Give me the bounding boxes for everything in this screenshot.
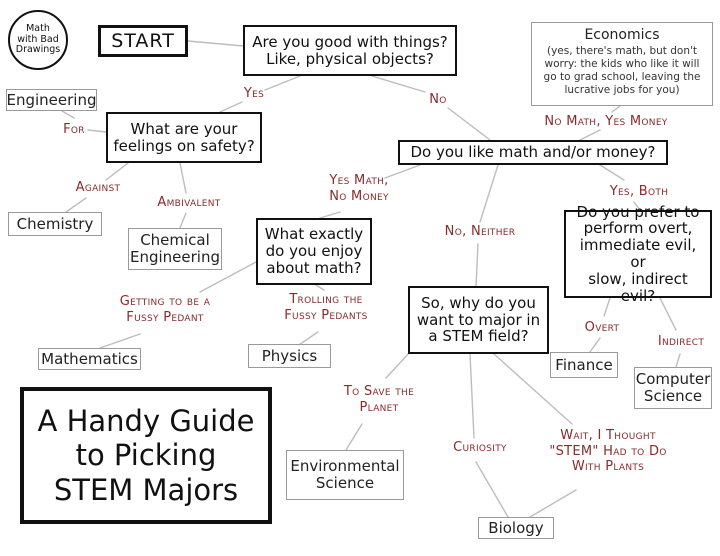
edge-enjoy-trolling xyxy=(315,284,325,291)
major-economics: Economics (yes, there's math, but don't … xyxy=(531,22,713,106)
edge-start-to-q1 xyxy=(187,40,244,47)
major-computer-science: Computer Science xyxy=(634,367,712,409)
label-fussy-pedant: Getting to be a Fussy Pedant xyxy=(119,294,211,325)
question-math-or-money: Do you like math and/or money? xyxy=(398,140,668,165)
edge-why-curiosity xyxy=(469,353,475,439)
label-indirect: Indirect xyxy=(657,334,705,349)
question-good-with-things: Are you good with things? Like, physical… xyxy=(243,25,457,76)
edge-plants-bio xyxy=(529,489,577,518)
label-no: No xyxy=(429,92,447,107)
edge-mathmoney-nomath xyxy=(579,129,601,141)
label-yes: Yes xyxy=(243,86,265,101)
start-node: START xyxy=(98,25,188,57)
math-with-bad-drawings-logo: Math with Bad Drawings xyxy=(8,10,68,70)
label-overt: Overt xyxy=(584,320,620,335)
question-overt-or-indirect-evil: Do you prefer to perform overt, immediat… xyxy=(564,203,712,304)
edge-indirect-cs xyxy=(675,353,681,368)
major-engineering: Engineering xyxy=(6,89,97,111)
edge-yesmath-enjoy xyxy=(319,211,341,219)
edge-safety-ambivalent xyxy=(179,162,187,194)
major-environmental-science: Environmental Science xyxy=(286,450,404,500)
major-chemistry: Chemistry xyxy=(8,212,102,236)
guide-title: A Handy Guide to Picking STEM Majors xyxy=(20,387,272,524)
edge-neither-why xyxy=(475,243,479,287)
question-feelings-on-safety: What are your feelings on safety? xyxy=(106,112,262,163)
economics-note: (yes, there's math, but don't worry: the… xyxy=(543,45,701,97)
edge-overt-finance xyxy=(589,337,601,353)
edge-safety-for xyxy=(87,129,107,133)
edge-mathmoney-yesmath xyxy=(384,164,421,179)
edge-mathmoney-yesboth xyxy=(599,164,625,181)
edge-fussy-math xyxy=(99,333,141,349)
question-what-enjoy-about-math: What exactly do you enjoy about math? xyxy=(256,218,372,285)
major-mathematics: Mathematics xyxy=(38,348,141,370)
label-against: Against xyxy=(75,180,121,195)
edge-why-save xyxy=(385,351,411,379)
edge-yesboth-evil xyxy=(633,201,641,211)
question-why-stem: So, why do you want to major in a STEM f… xyxy=(408,286,549,354)
edge-mathmoney-neither xyxy=(479,164,499,223)
edge-no-to-mathmoney xyxy=(447,107,491,141)
label-yes-math-no-money: Yes Math, No Money xyxy=(329,173,389,204)
label-save-planet: To Save the Planet xyxy=(343,384,415,415)
edge-nomath-econ xyxy=(611,105,621,113)
label-trolling-pedants: Trolling the Fussy Pedants xyxy=(284,292,368,323)
edge-q1-no xyxy=(371,75,426,93)
edge-ambivalent-cheme xyxy=(179,212,187,229)
major-chemical-engineering: Chemical Engineering xyxy=(128,228,222,270)
label-yes-both: Yes, Both xyxy=(609,184,669,199)
economics-title: Economics xyxy=(584,27,660,43)
edge-why-plants xyxy=(493,353,573,425)
edge-safety-against xyxy=(105,162,129,181)
edge-for-engineering xyxy=(61,110,75,119)
edge-curiosity-bio xyxy=(475,461,509,518)
edge-enjoy-fussy xyxy=(199,261,257,293)
edge-trolling-physics xyxy=(299,331,319,345)
edge-evil-overt xyxy=(603,297,611,317)
major-finance: Finance xyxy=(550,352,618,378)
major-physics: Physics xyxy=(248,344,331,368)
label-no-math-yes-money: No Math, Yes Money xyxy=(544,114,668,129)
label-no-neither: No, Neither xyxy=(444,224,516,239)
label-for: For xyxy=(63,122,85,137)
edge-against-chemistry xyxy=(65,197,87,213)
major-biology: Biology xyxy=(478,517,554,539)
edge-save-env xyxy=(345,423,363,451)
label-ambivalent: Ambivalent xyxy=(157,195,221,210)
edge-evil-indirect xyxy=(659,297,677,331)
edge-q1-yes xyxy=(264,75,301,91)
label-curiosity: Curiosity xyxy=(453,440,507,455)
label-plants: Wait, I Thought "STEM" Had to Do With Pl… xyxy=(549,428,667,475)
edge-yes-to-safety xyxy=(219,101,243,113)
